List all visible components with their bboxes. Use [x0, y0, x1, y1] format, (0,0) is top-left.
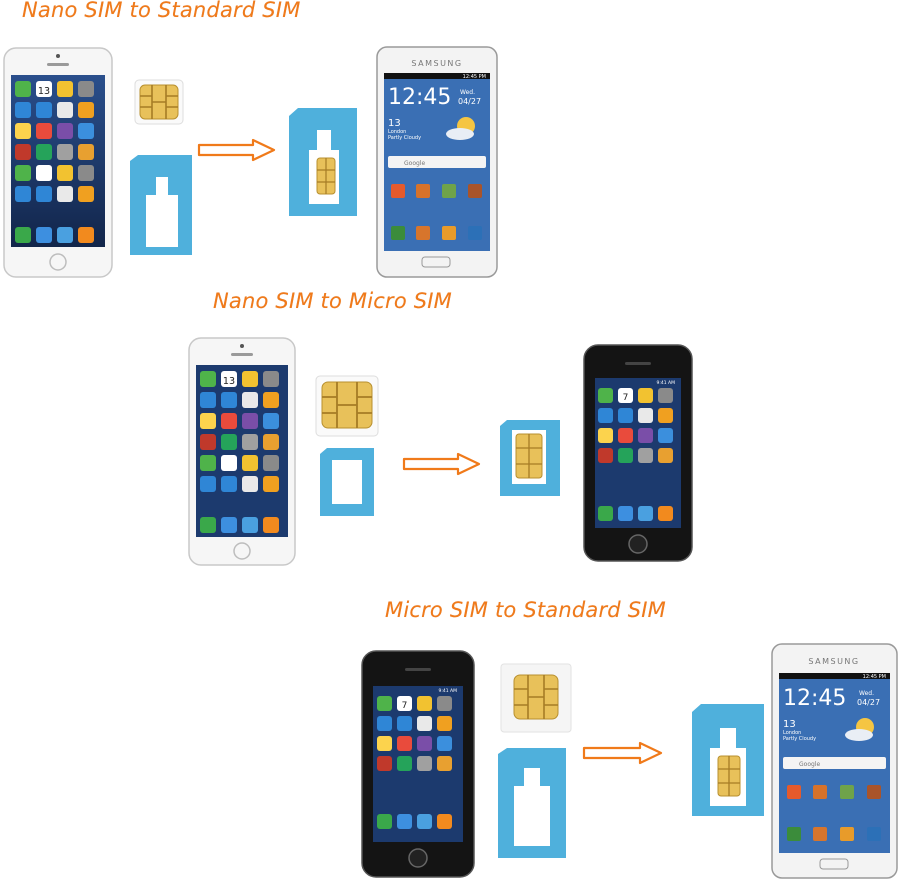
- svg-text:London: London: [388, 129, 406, 135]
- svg-text:7: 7: [402, 701, 408, 711]
- svg-text:Partly Cloudy: Partly Cloudy: [783, 736, 816, 742]
- arrow-right-icon: [197, 138, 276, 162]
- standard-sim-adapter: [130, 155, 192, 255]
- samsung-logo: SAMSUNG: [808, 657, 859, 666]
- svg-text:12:45: 12:45: [783, 686, 846, 711]
- adapter-with-sim: [692, 704, 764, 816]
- iphone4-black-phone: 9:41 AM 7: [361, 650, 475, 878]
- svg-text:13: 13: [223, 376, 235, 387]
- svg-text:Partly Cloudy: Partly Cloudy: [388, 135, 421, 141]
- section-caption: Micro SIM to Standard SIM: [385, 598, 666, 622]
- iphone5-white-phone: 13: [188, 337, 296, 566]
- svg-text:04/27: 04/27: [458, 97, 481, 106]
- arrow-right-icon: [582, 741, 663, 765]
- svg-text:Google: Google: [799, 761, 820, 768]
- section-caption: Nano SIM to Micro SIM: [213, 289, 452, 313]
- svg-text:12:45 PM: 12:45 PM: [863, 674, 886, 680]
- micro-sim-adapter: [320, 448, 374, 516]
- svg-text:13: 13: [783, 719, 796, 730]
- svg-text:13: 13: [38, 86, 50, 97]
- adapter-with-sim: [500, 420, 560, 496]
- svg-text:9:41 AM: 9:41 AM: [657, 380, 676, 386]
- samsung-galaxy-phone: SAMSUNG 12:45 PM 12:45 Wed. 04/27 13 Lon…: [376, 46, 498, 278]
- iphone5-white-phone: 13: [3, 47, 113, 278]
- svg-text:Google: Google: [404, 160, 425, 167]
- svg-text:12:45 PM: 12:45 PM: [463, 74, 486, 80]
- svg-text:London: London: [783, 730, 801, 736]
- standard-sim-adapter: [498, 748, 566, 858]
- iphone4-black-phone: 9:41 AM 7: [583, 344, 693, 562]
- arrow-right-icon: [402, 452, 481, 476]
- svg-text:04/27: 04/27: [857, 698, 880, 707]
- adapter-with-sim: [289, 108, 357, 216]
- nano-sim-card: [315, 375, 379, 437]
- svg-text:Wed.: Wed.: [859, 690, 874, 697]
- nano-sim-card: [134, 79, 184, 125]
- svg-text:Wed.: Wed.: [460, 89, 475, 96]
- section-caption: Nano SIM to Standard SIM: [22, 0, 301, 22]
- svg-text:13: 13: [388, 118, 401, 129]
- svg-text:9:41 AM: 9:41 AM: [439, 688, 458, 694]
- samsung-logo: SAMSUNG: [411, 59, 462, 68]
- micro-sim-card: [500, 663, 572, 733]
- svg-text:12:45: 12:45: [388, 85, 451, 110]
- samsung-galaxy-phone: SAMSUNG 12:45 PM 12:45 Wed. 04/27 13 Lon…: [771, 643, 898, 879]
- svg-text:7: 7: [623, 393, 629, 403]
